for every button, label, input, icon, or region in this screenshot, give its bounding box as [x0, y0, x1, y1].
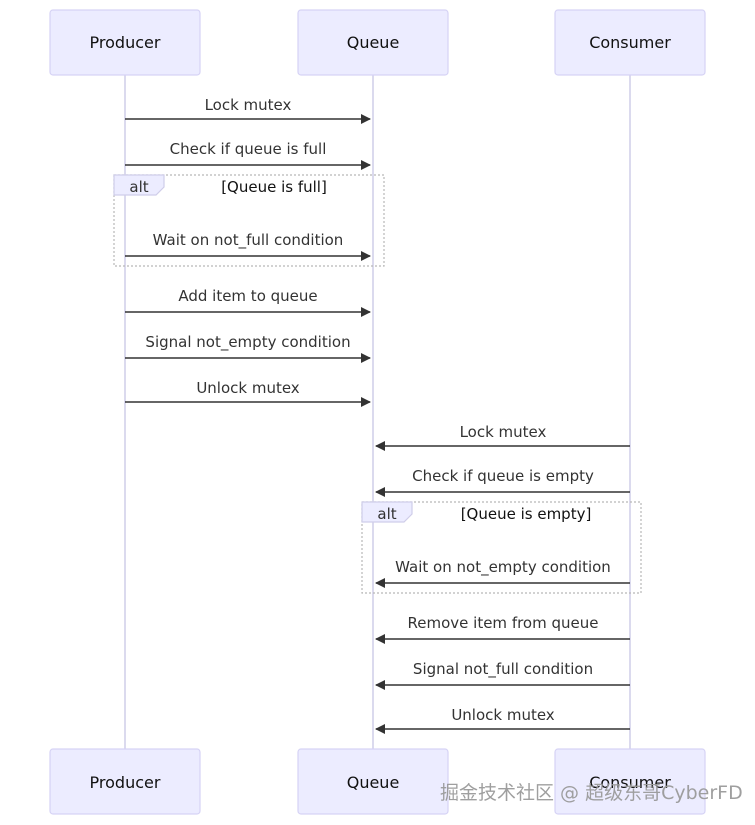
- message-label: Unlock mutex: [451, 706, 554, 724]
- actor-label: Consumer: [589, 33, 671, 52]
- alt-block-queue-empty: alt [Queue is empty]: [361, 501, 642, 594]
- actor-consumer-bottom: Consumer: [554, 748, 706, 815]
- watermark: 掘金技术社区 @ 超级东哥CyberFD: [440, 782, 743, 804]
- actor-label: Queue: [347, 33, 400, 52]
- message-label: Check if queue is full: [170, 140, 327, 158]
- actor-producer-bottom: Producer: [49, 748, 201, 815]
- alt-condition: [Queue is empty]: [461, 505, 592, 523]
- actor-label: Queue: [347, 773, 400, 792]
- message-remove-item: Remove item from queue: [375, 614, 630, 644]
- message-signal-not-empty: Signal not_empty condition: [125, 333, 371, 363]
- message-label: Remove item from queue: [408, 614, 599, 632]
- message-label: Add item to queue: [178, 287, 317, 305]
- message-label: Check if queue is empty: [412, 467, 594, 485]
- message-label: Lock mutex: [460, 423, 547, 441]
- message-check-queue-empty: Check if queue is empty: [375, 467, 630, 497]
- alt-keyword: alt: [129, 178, 148, 196]
- message-add-item: Add item to queue: [125, 287, 371, 317]
- message-consumer-unlock-mutex: Unlock mutex: [375, 706, 630, 734]
- message-label: Signal not_full condition: [413, 660, 593, 679]
- actor-queue-top: Queue: [297, 9, 449, 76]
- alt-condition: [Queue is full]: [221, 178, 327, 196]
- message-signal-not-full: Signal not_full condition: [375, 660, 630, 690]
- message-label: Unlock mutex: [196, 379, 299, 397]
- actor-label: Consumer: [589, 773, 671, 792]
- message-label: Lock mutex: [205, 96, 292, 114]
- message-wait-not-full: Wait on not_full condition: [125, 231, 371, 261]
- message-label: Wait on not_full condition: [153, 231, 344, 250]
- message-wait-not-empty: Wait on not_empty condition: [375, 558, 630, 588]
- actor-queue-bottom: Queue: [297, 748, 449, 815]
- alt-block-queue-full: alt [Queue is full]: [113, 174, 385, 267]
- actor-producer-top: Producer: [49, 9, 201, 76]
- message-check-queue-full: Check if queue is full: [125, 140, 371, 170]
- actor-consumer-top: Consumer: [554, 9, 706, 76]
- actor-label: Producer: [90, 33, 161, 52]
- message-label: Signal not_empty condition: [145, 333, 350, 352]
- message-producer-unlock-mutex: Unlock mutex: [125, 379, 371, 407]
- message-consumer-lock-mutex: Lock mutex: [375, 423, 630, 451]
- message-label: Wait on not_empty condition: [395, 558, 611, 577]
- actor-label: Producer: [90, 773, 161, 792]
- message-producer-lock-mutex: Lock mutex: [125, 96, 371, 124]
- alt-keyword: alt: [377, 505, 396, 523]
